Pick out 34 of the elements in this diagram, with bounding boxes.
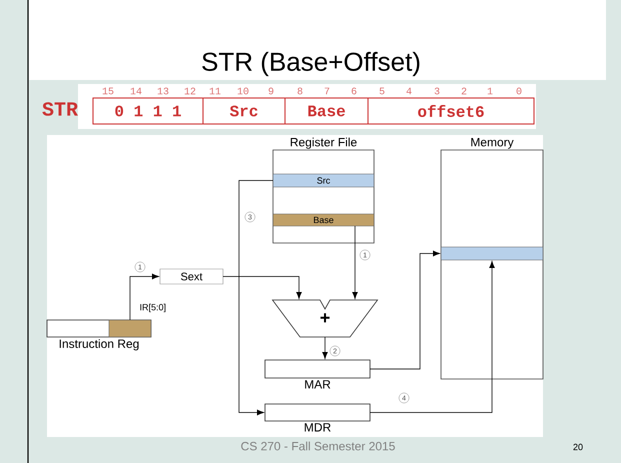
footer: CS 270 - Fall Semester 2015 [241, 442, 395, 450]
page-number: 20 [573, 444, 583, 450]
bit-number: 9 [268, 88, 274, 94]
encoding-field: 0 1 1 1 [92, 98, 204, 124]
arrow [322, 336, 328, 359]
encoding-field: Src [202, 98, 286, 124]
node-label: Register File [290, 138, 357, 149]
register-row: Base [272, 214, 374, 226]
bit-number: 11 [210, 88, 221, 94]
title: STR (Base+Offset) [202, 52, 420, 76]
node-label: Instruction Reg [60, 339, 139, 350]
encoding-field: offset6 [368, 98, 534, 124]
storage-box: Memory [440, 138, 544, 380]
arrow [370, 261, 495, 413]
arrow [222, 276, 302, 299]
register-box: MAR [264, 360, 370, 388]
register-row: Src [272, 174, 374, 188]
register-row [108, 320, 152, 338]
bit-number: 12 [184, 88, 196, 94]
node-label: MAR [305, 380, 330, 388]
arrow [130, 274, 159, 320]
bit-number: 5 [380, 88, 384, 94]
register-box: MDR [264, 404, 370, 432]
node-label: MDR [304, 423, 331, 432]
arrow [238, 180, 274, 416]
encoding-field: Base [284, 98, 368, 124]
node-label: Memory [471, 138, 514, 149]
register-row [440, 246, 544, 260]
arrow [370, 250, 440, 370]
field-label: IR[5:0] [140, 304, 166, 312]
bit-number: 8 [298, 88, 302, 94]
sext-box: Sext [160, 268, 224, 284]
bit-number: 6 [352, 88, 356, 94]
arrow [352, 226, 358, 299]
